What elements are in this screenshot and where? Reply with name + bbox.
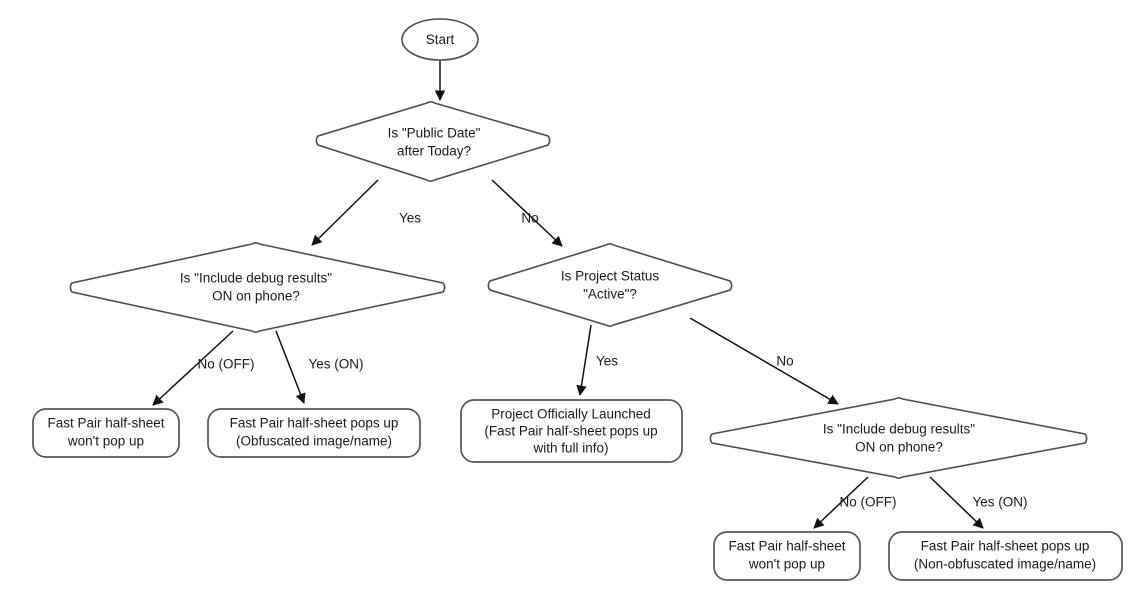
edge-debug-left-no bbox=[152, 330, 234, 406]
launched-line3: with full info) bbox=[532, 441, 608, 456]
edge-label-project-status-yes: Yes bbox=[596, 354, 618, 369]
no-popup-right-box bbox=[713, 531, 861, 581]
debug-left-diamond bbox=[69, 242, 446, 333]
obfuscated-line1: Fast Pair half-sheet pops up bbox=[230, 416, 399, 431]
launched-line2: (Fast Pair half-sheet pops up bbox=[484, 424, 657, 439]
debug-left-line1: Is "Include debug results" bbox=[180, 271, 332, 286]
edge-debug-right-yes bbox=[929, 476, 984, 529]
no-popup-left-line2: won't pop up bbox=[67, 434, 144, 449]
project-status-line2: "Active"? bbox=[583, 287, 637, 302]
start-label: Start bbox=[426, 32, 455, 47]
obfuscated-line2: (Obfuscated image/name) bbox=[236, 434, 392, 449]
node-decision-public-date[interactable]: Is "Public Date" after Today? bbox=[315, 101, 551, 182]
edge-label-project-status-no: No bbox=[776, 354, 793, 369]
node-terminal-no-popup-right[interactable]: Fast Pair half-sheet won't pop up bbox=[713, 531, 861, 581]
edge-label-debug-left-no: No (OFF) bbox=[198, 357, 255, 372]
obfuscated-box bbox=[207, 408, 421, 458]
edge-label-debug-left-yes: Yes (ON) bbox=[308, 357, 363, 372]
node-decision-debug-right[interactable]: Is "Include debug results" ON on phone? bbox=[709, 397, 1088, 479]
edge-debug-left-yes bbox=[275, 330, 306, 404]
debug-right-line2: ON on phone? bbox=[855, 440, 943, 455]
launched-box bbox=[460, 399, 683, 463]
node-decision-project-status[interactable]: Is Project Status "Active"? bbox=[487, 243, 733, 327]
node-terminal-non-obfuscated[interactable]: Fast Pair half-sheet pops up (Non-obfusc… bbox=[888, 531, 1123, 581]
node-decision-debug-left[interactable]: Is "Include debug results" ON on phone? bbox=[69, 242, 446, 333]
launched-line1: Project Officially Launched bbox=[491, 407, 651, 422]
no-popup-right-line1: Fast Pair half-sheet bbox=[728, 539, 845, 554]
no-popup-left-line1: Fast Pair half-sheet bbox=[47, 416, 164, 431]
node-terminal-launched[interactable]: Project Officially Launched (Fast Pair h… bbox=[460, 399, 683, 463]
non-obfuscated-line2: (Non-obfuscated image/name) bbox=[914, 557, 1096, 572]
non-obfuscated-line1: Fast Pair half-sheet pops up bbox=[921, 539, 1090, 554]
edge-public-date-no bbox=[491, 179, 563, 247]
public-date-line1: Is "Public Date" bbox=[388, 126, 481, 141]
project-status-line1: Is Project Status bbox=[561, 269, 660, 284]
project-status-diamond bbox=[487, 243, 733, 327]
public-date-line2: after Today? bbox=[397, 144, 471, 159]
edge-label-public-date-yes: Yes bbox=[399, 211, 421, 226]
edge-debug-right-no bbox=[813, 476, 869, 529]
debug-left-line2: ON on phone? bbox=[212, 289, 300, 304]
edge-label-public-date-no: No bbox=[521, 211, 538, 226]
start-oval bbox=[401, 18, 479, 61]
no-popup-right-line2: won't pop up bbox=[748, 557, 825, 572]
non-obfuscated-box bbox=[888, 531, 1123, 581]
debug-right-diamond bbox=[709, 397, 1088, 479]
edge-public-date-yes bbox=[311, 179, 379, 246]
edge-project-status-yes bbox=[576, 324, 592, 397]
node-terminal-obfuscated[interactable]: Fast Pair half-sheet pops up (Obfuscated… bbox=[207, 408, 421, 458]
debug-right-line1: Is "Include debug results" bbox=[823, 422, 975, 437]
edge-project-status-no bbox=[689, 317, 839, 405]
public-date-diamond bbox=[315, 101, 551, 182]
node-terminal-no-popup-left[interactable]: Fast Pair half-sheet won't pop up bbox=[32, 408, 180, 458]
no-popup-left-box bbox=[32, 408, 180, 458]
node-start[interactable]: Start bbox=[401, 18, 479, 61]
edge-label-debug-right-no: No (OFF) bbox=[840, 495, 897, 510]
edge-label-debug-right-yes: Yes (ON) bbox=[972, 495, 1027, 510]
